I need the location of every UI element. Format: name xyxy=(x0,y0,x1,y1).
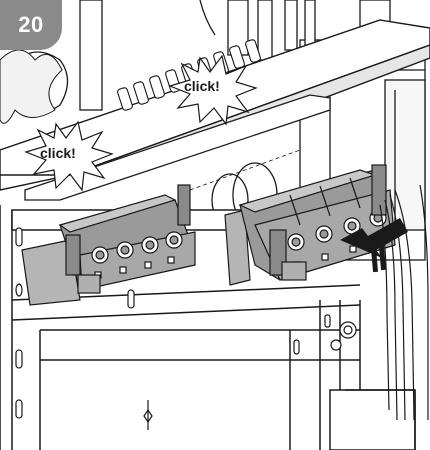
terminal-block-right xyxy=(224,164,396,286)
insulation xyxy=(0,49,63,124)
terminal-block-left xyxy=(21,184,196,306)
click-callout-left: click! xyxy=(40,145,76,161)
cable-bundle xyxy=(379,184,429,421)
alignment-guide xyxy=(189,149,301,191)
frame-slots xyxy=(15,227,357,430)
insertion-arrow-icon xyxy=(340,218,408,273)
step-number-badge: 20 xyxy=(0,0,62,50)
click-burst-right xyxy=(168,54,258,126)
click-callout-right: click! xyxy=(184,78,220,94)
click-burst-left xyxy=(24,120,114,192)
